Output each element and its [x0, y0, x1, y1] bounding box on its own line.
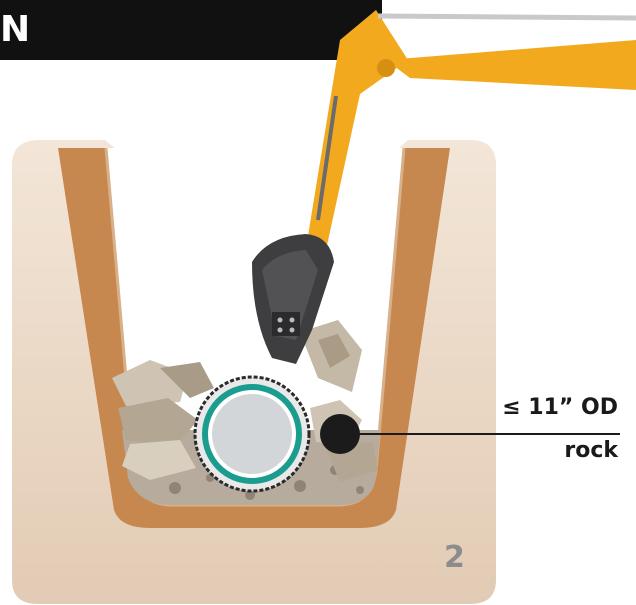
rock-size-label: ≤ 11” OD — [502, 395, 618, 420]
pipe-icon — [195, 377, 309, 491]
step-number: 2 — [444, 540, 465, 575]
rock-material-label: rock — [564, 438, 618, 463]
